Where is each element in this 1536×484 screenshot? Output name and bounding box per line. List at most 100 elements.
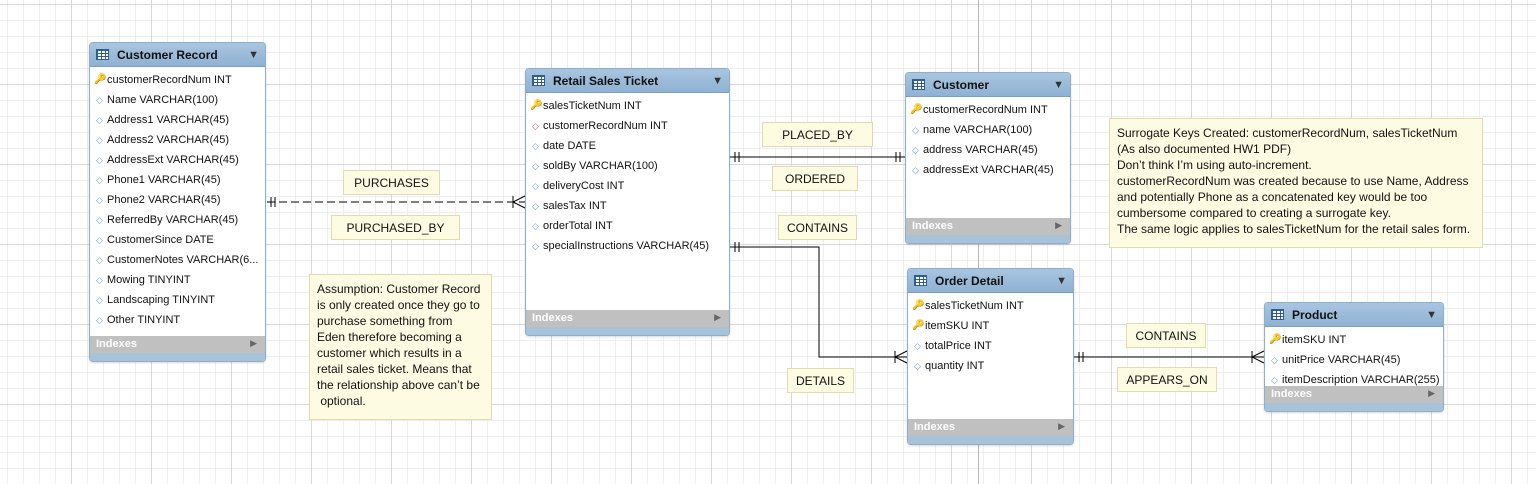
- table-header[interactable]: Retail Sales Ticket ▼: [526, 69, 729, 93]
- table-header[interactable]: Customer ▼: [906, 73, 1070, 97]
- column-row[interactable]: ◇quantity INT: [908, 356, 1073, 376]
- column-row[interactable]: ◇salesTax INT: [526, 196, 729, 216]
- expand-arrow-icon[interactable]: ▶: [1058, 421, 1065, 431]
- key-icon: 🔑: [912, 300, 925, 311]
- column-row[interactable]: ◇customerRecordNum INT: [526, 116, 729, 136]
- diamond-icon: ◇: [96, 95, 103, 105]
- table-icon: [532, 75, 545, 86]
- column-row[interactable]: ◇Name VARCHAR(100): [90, 90, 265, 110]
- rel-contains-line: [730, 246, 907, 358]
- column-row[interactable]: ◇itemDescription VARCHAR(255): [1265, 370, 1443, 390]
- column-row[interactable]: 🔑customerRecordNum INT: [906, 100, 1070, 120]
- label-placed-by[interactable]: PLACED_BY: [762, 122, 873, 147]
- note-surrogate-keys[interactable]: Surrogate Keys Created: customerRecordNu…: [1109, 118, 1483, 248]
- diamond-icon: ◇: [1271, 355, 1278, 365]
- column-list: 🔑salesTicketNum INT 🔑itemSKU INT ◇totalP…: [908, 293, 1073, 376]
- collapse-arrow-icon[interactable]: ▼: [1056, 274, 1067, 287]
- diamond-icon: ◇: [912, 145, 919, 155]
- table-icon: [914, 275, 927, 286]
- table-title: Retail Sales Ticket: [553, 73, 659, 88]
- column-row[interactable]: ◇CustomerNotes VARCHAR(6...: [90, 250, 265, 270]
- label-details[interactable]: DETAILS: [787, 368, 854, 393]
- indexes-label: Indexes: [1271, 388, 1312, 400]
- indexes-section[interactable]: Indexes ▶: [90, 336, 265, 361]
- table-customer[interactable]: Customer ▼ 🔑customerRecordNum INT ◇name …: [905, 72, 1071, 244]
- column-row[interactable]: ◇address VARCHAR(45): [906, 140, 1070, 160]
- collapse-arrow-icon[interactable]: ▼: [1053, 78, 1064, 91]
- column-row[interactable]: 🔑salesTicketNum INT: [908, 296, 1073, 316]
- column-row[interactable]: ◇CustomerSince DATE: [90, 230, 265, 250]
- column-row[interactable]: ◇orderTotal INT: [526, 216, 729, 236]
- column-row[interactable]: ◇ReferredBy VARCHAR(45): [90, 210, 265, 230]
- diamond-icon: ◇: [96, 215, 103, 225]
- column-row[interactable]: ◇totalPrice INT: [908, 336, 1073, 356]
- label-contains-product[interactable]: CONTAINS: [1126, 323, 1206, 348]
- label-ordered[interactable]: ORDERED: [772, 166, 858, 191]
- column-row[interactable]: ◇Address1 VARCHAR(45): [90, 110, 265, 130]
- indexes-section[interactable]: Indexes ▶: [526, 310, 729, 335]
- key-icon: 🔑: [94, 74, 107, 85]
- column-row[interactable]: ◇unitPrice VARCHAR(45): [1265, 350, 1443, 370]
- table-retail-sales-ticket[interactable]: Retail Sales Ticket ▼ 🔑salesTicketNum IN…: [525, 68, 730, 336]
- expand-arrow-icon[interactable]: ▶: [250, 338, 257, 348]
- column-row[interactable]: ◇Address2 VARCHAR(45): [90, 130, 265, 150]
- column-row[interactable]: 🔑itemSKU INT: [1265, 330, 1443, 350]
- table-product[interactable]: Product ▼ 🔑itemSKU INT ◇unitPrice VARCHA…: [1264, 302, 1444, 412]
- column-row[interactable]: ◇Phone1 VARCHAR(45): [90, 170, 265, 190]
- expand-arrow-icon[interactable]: ▶: [1428, 388, 1435, 398]
- key-icon: 🔑: [910, 104, 923, 115]
- table-icon: [1271, 309, 1284, 320]
- column-row[interactable]: ◇specialInstructions VARCHAR(45): [526, 236, 729, 256]
- note-assumption[interactable]: Assumption: Customer Record is only crea…: [309, 274, 492, 420]
- rel-contains-one-marker: [734, 242, 740, 252]
- indexes-section[interactable]: Indexes ▶: [1265, 386, 1443, 411]
- diamond-icon: ◇: [96, 295, 103, 305]
- collapse-arrow-icon[interactable]: ▼: [712, 74, 723, 87]
- column-row[interactable]: ◇name VARCHAR(100): [906, 120, 1070, 140]
- table-title: Order Detail: [935, 273, 1004, 288]
- column-row[interactable]: ◇addressExt VARCHAR(45): [906, 160, 1070, 180]
- diamond-icon: ◇: [96, 195, 103, 205]
- table-order-detail[interactable]: Order Detail ▼ 🔑salesTicketNum INT 🔑item…: [907, 268, 1074, 445]
- label-purchases[interactable]: PURCHASES: [343, 170, 440, 195]
- diamond-icon: ◇: [96, 315, 103, 325]
- indexes-label: Indexes: [914, 421, 955, 433]
- table-customer-record[interactable]: Customer Record ▼ 🔑customerRecordNum INT…: [89, 42, 266, 362]
- column-row[interactable]: 🔑itemSKU INT: [908, 316, 1073, 336]
- indexes-section[interactable]: Indexes ▶: [908, 419, 1073, 444]
- diamond-icon: ◇: [96, 255, 103, 265]
- rel-placed-by-left-marker: [734, 152, 740, 162]
- diamond-icon: ◇: [532, 241, 539, 251]
- column-row[interactable]: 🔑salesTicketNum INT: [526, 96, 729, 116]
- expand-arrow-icon[interactable]: ▶: [1055, 220, 1062, 230]
- column-row[interactable]: ◇date DATE: [526, 136, 729, 156]
- column-row[interactable]: ◇Other TINYINT: [90, 310, 265, 330]
- column-row[interactable]: ◇AddressExt VARCHAR(45): [90, 150, 265, 170]
- column-row[interactable]: 🔑customerRecordNum INT: [90, 70, 265, 90]
- rel-purchases-one-marker: [270, 197, 276, 207]
- column-row[interactable]: ◇deliveryCost INT: [526, 176, 729, 196]
- diamond-icon: ◇: [96, 155, 103, 165]
- indexes-label: Indexes: [532, 312, 573, 324]
- column-row[interactable]: ◇Mowing TINYINT: [90, 270, 265, 290]
- collapse-arrow-icon[interactable]: ▼: [248, 48, 259, 61]
- column-row[interactable]: ◇Phone2 VARCHAR(45): [90, 190, 265, 210]
- column-row[interactable]: ◇Landscaping TINYINT: [90, 290, 265, 310]
- label-appears-on[interactable]: APPEARS_ON: [1117, 367, 1217, 392]
- table-icon: [96, 49, 109, 60]
- diamond-icon: ◇: [96, 175, 103, 185]
- table-header[interactable]: Product ▼: [1265, 303, 1443, 327]
- indexes-section[interactable]: Indexes ▶: [906, 218, 1070, 243]
- diamond-icon: ◇: [532, 141, 539, 151]
- table-header[interactable]: Customer Record ▼: [90, 43, 265, 67]
- label-contains-ticket[interactable]: CONTAINS: [778, 215, 857, 240]
- label-purchased-by[interactable]: PURCHASED_BY: [331, 215, 460, 240]
- table-header[interactable]: Order Detail ▼: [908, 269, 1073, 293]
- collapse-arrow-icon[interactable]: ▼: [1426, 308, 1437, 321]
- column-row[interactable]: ◇soldBy VARCHAR(100): [526, 156, 729, 176]
- expand-arrow-icon[interactable]: ▶: [714, 312, 721, 322]
- indexes-label: Indexes: [96, 338, 137, 350]
- diamond-icon: ◇: [96, 235, 103, 245]
- rel-placed-by-right-marker: [895, 152, 901, 162]
